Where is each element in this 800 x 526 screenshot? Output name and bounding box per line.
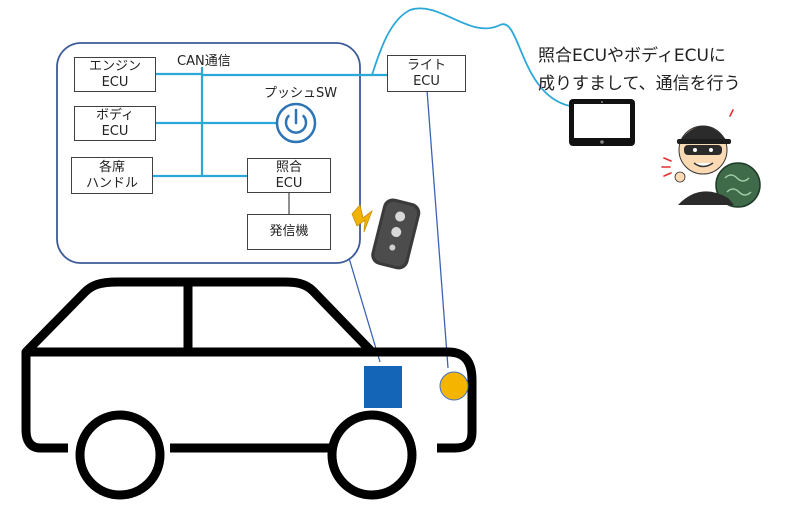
verification-ecu-label-line2: ECU <box>275 175 303 191</box>
transmitter-box: 発信機 <box>247 214 331 250</box>
engine-ecu-label-line2: ECU <box>101 74 129 90</box>
seat-handle-label-line2: ハンドル <box>85 175 138 191</box>
seat-handle-box: 各席 ハンドル <box>71 157 153 194</box>
seat-handle-label-line1: 各席 <box>98 159 125 175</box>
body-ecu-label-line2: ECU <box>101 123 129 139</box>
wireless-link <box>371 7 571 107</box>
engine-ecu-label-line1: エンジン <box>88 58 141 74</box>
can-bus-lines <box>152 67 387 178</box>
link-to-car-ecu <box>348 257 381 363</box>
thief-icon <box>661 109 761 208</box>
attack-callout: 照合ECUやボディECUに 成りすまして、通信を行う <box>538 42 741 98</box>
lightning-icon <box>351 204 373 233</box>
key-fob-icon <box>371 198 421 270</box>
ecu-system-frame <box>56 42 361 264</box>
car-wheels <box>75 410 417 500</box>
attack-callout-line2: 成りすまして、通信を行う <box>538 74 741 94</box>
car-outline <box>21 277 477 453</box>
body-ecu-label-line1: ボディ <box>95 107 135 123</box>
verification-ecu-label-line1: 照合 <box>275 159 302 175</box>
light-ecu-label-line1: ライト <box>406 57 446 73</box>
engine-ecu-box: エンジン ECU <box>74 57 156 92</box>
light-ecu-box: ライト ECU <box>387 55 466 92</box>
tablet-icon <box>569 99 635 146</box>
link-to-light <box>426 89 449 369</box>
light-ecu-label-line2: ECU <box>413 73 440 89</box>
transmitter-label: 発信機 <box>269 224 309 239</box>
body-ecu-box: ボディ ECU <box>74 106 156 141</box>
headlight-bulb <box>439 371 469 401</box>
car-ecu-block <box>364 366 402 408</box>
power-icon <box>275 102 317 144</box>
push-switch-label: プッシュSW <box>264 86 338 101</box>
attack-callout-line1: 照合ECUやボディECUに <box>538 46 726 66</box>
can-bus-label: CAN通信 <box>177 54 231 69</box>
verification-ecu-box: 照合 ECU <box>247 158 331 193</box>
